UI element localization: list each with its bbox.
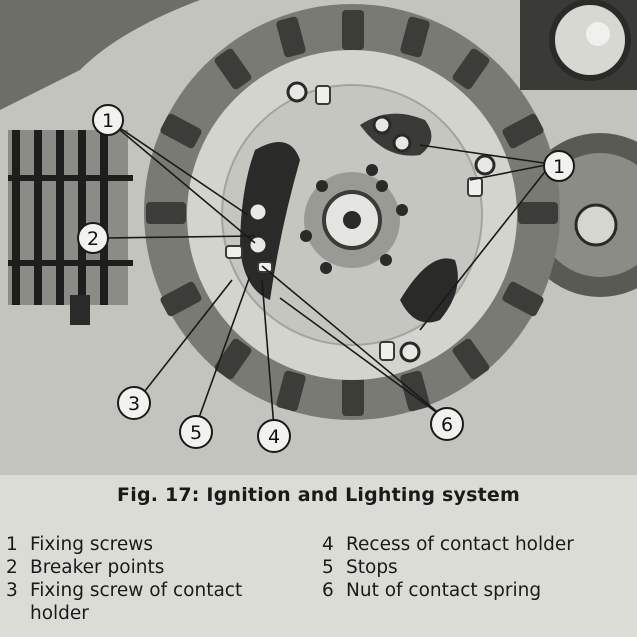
- legend-number: 4: [322, 534, 334, 555]
- legend-text: Stops: [346, 557, 398, 578]
- hub-center: [343, 211, 361, 229]
- callout-1b: 1: [543, 150, 575, 182]
- legend-item: 5 Stops: [322, 556, 634, 579]
- legend-item: 4 Recess of contact holder: [322, 533, 634, 556]
- cooling-fins: [8, 130, 133, 325]
- ignition-system-photo: 1 1 2 3 5 4 6: [0, 0, 637, 475]
- leader-lines: [106, 119, 552, 429]
- callout-4-label: 4: [268, 426, 280, 448]
- gear-nut: [574, 203, 618, 247]
- callout-1b-label: 1: [553, 156, 565, 178]
- shaft-highlight: [586, 22, 610, 46]
- callout-3-label: 3: [128, 393, 140, 415]
- stator-poles: [146, 10, 558, 416]
- callout-1a: 1: [92, 104, 124, 136]
- legend-right: 4 Recess of contact holder 5 Stops 6 Nut…: [322, 533, 634, 602]
- legend-text: Fixing screws: [30, 534, 154, 555]
- callout-4: 4: [257, 419, 291, 453]
- legend-left: 1 Fixing screws 2 Breaker points 3 Fixin…: [6, 533, 306, 625]
- callout-5-label: 5: [190, 422, 202, 444]
- legend-text: Recess of contact holder: [346, 534, 574, 555]
- legend-item: 2 Breaker points: [6, 556, 306, 579]
- legend-text: Breaker points: [30, 557, 165, 578]
- callout-1a-label: 1: [102, 110, 114, 132]
- callout-6-label: 6: [441, 414, 453, 436]
- callout-2-label: 2: [87, 228, 99, 250]
- legend-text: Nut of contact spring: [346, 580, 542, 601]
- hub-holes: [300, 164, 408, 274]
- recess-left: [240, 142, 300, 300]
- legend-item: 6 Nut of contact spring: [322, 579, 634, 602]
- callout-2: 2: [77, 222, 109, 254]
- legend-item: 3 Fixing screw of contact holder: [6, 579, 306, 625]
- legend-number: 2: [6, 557, 18, 578]
- legend-item: 1 Fixing screws: [6, 533, 306, 556]
- stops: [225, 85, 483, 361]
- callout-3: 3: [117, 386, 151, 420]
- callout-6: 6: [430, 407, 464, 441]
- legend-number: 3: [6, 580, 18, 601]
- figure-caption: Fig. 17: Ignition and Lighting system: [117, 484, 520, 506]
- legend-number: 1: [6, 534, 18, 555]
- legend-number: 5: [322, 557, 334, 578]
- legend-number: 6: [322, 580, 334, 601]
- callout-5: 5: [179, 415, 213, 449]
- recess-right: [400, 258, 458, 323]
- photo-corner: [0, 0, 200, 110]
- fixing-screws: [247, 81, 496, 363]
- legend-text: Fixing screw of contact holder: [30, 580, 243, 624]
